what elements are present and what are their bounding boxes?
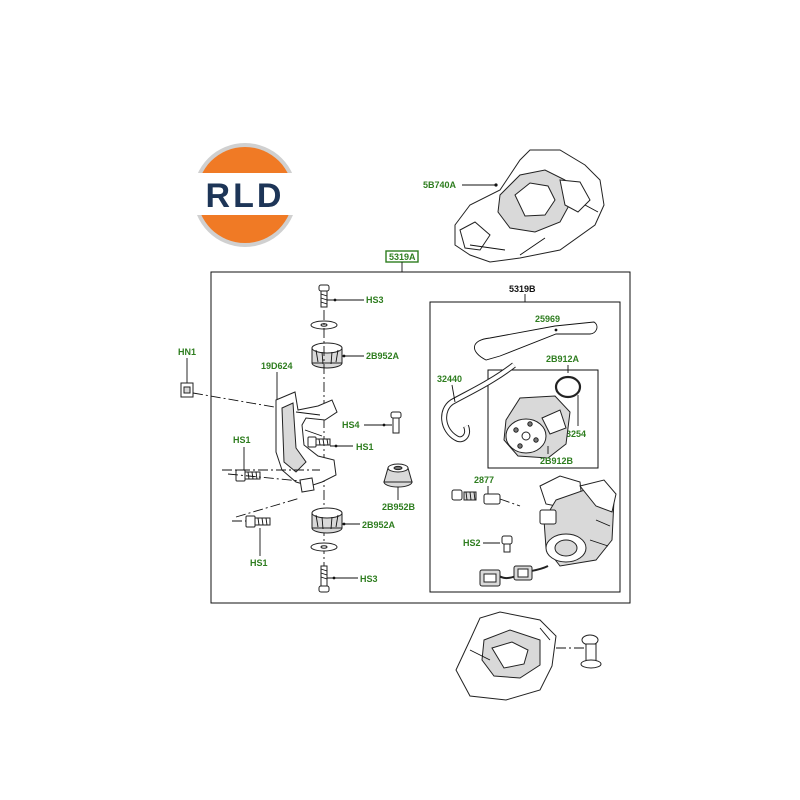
label-hs1-left: HS1 (233, 435, 251, 445)
pump-head-frame (487, 369, 599, 469)
bolt-hs3-top (318, 284, 330, 308)
label-lanyard: 25969 (535, 314, 560, 324)
top-cover-part (454, 149, 605, 263)
mount-top (311, 342, 343, 369)
label-o-ring: 3254 (566, 429, 586, 439)
label-hs4: HS4 (342, 420, 360, 430)
valve-part (451, 489, 521, 507)
label-sub-assembly: 5319B (509, 284, 536, 294)
label-hs1-mid: HS1 (356, 442, 374, 452)
o-ring-part (554, 375, 582, 399)
logo-text: RLD (206, 177, 285, 215)
label-hs3-bottom: HS3 (360, 574, 378, 584)
mount-b (383, 463, 413, 488)
pump-head-part (503, 395, 571, 459)
lanyard-part (474, 321, 598, 361)
bolt-hs1-mid (307, 436, 331, 448)
label-valve: 2877 (474, 475, 494, 485)
bolt-hs3-bottom (318, 565, 330, 593)
bolt-hs4 (390, 411, 402, 434)
label-mount-bottom: 2B952A (362, 520, 396, 530)
logo-band (193, 173, 297, 215)
bolt-hs1-left (235, 469, 261, 482)
compressor-part (539, 475, 617, 567)
assembly-frame (210, 271, 631, 604)
label-mount-b: 2B952B (382, 502, 416, 512)
mount-bottom (311, 507, 343, 534)
connector-part (479, 565, 533, 587)
label-pump-head: 2B912B (540, 456, 574, 466)
sub-assembly-frame (429, 301, 621, 593)
lower-bracket-part (455, 611, 557, 701)
label-top-cover: 5B740A (423, 180, 457, 190)
clip-hn1 (180, 382, 194, 398)
label-seal-kit: 2B912A (546, 354, 580, 364)
label-hn1: HN1 (178, 347, 196, 357)
label-mount-top: 2B952A (366, 351, 400, 361)
label-hs3-top: HS3 (366, 295, 384, 305)
label-hs1-bottom: HS1 (250, 558, 268, 568)
label-hs2: HS2 (463, 538, 481, 548)
bracket-part (275, 391, 338, 493)
bolt-hs1-bottom (245, 515, 271, 528)
label-main-assembly: 5319A (389, 252, 416, 262)
bolt-hs2 (501, 535, 513, 553)
label-bracket: 19D624 (261, 361, 293, 371)
rld-logo: RLD (193, 143, 297, 247)
bolt-lower (580, 634, 602, 669)
label-hose: 32440 (437, 374, 462, 384)
